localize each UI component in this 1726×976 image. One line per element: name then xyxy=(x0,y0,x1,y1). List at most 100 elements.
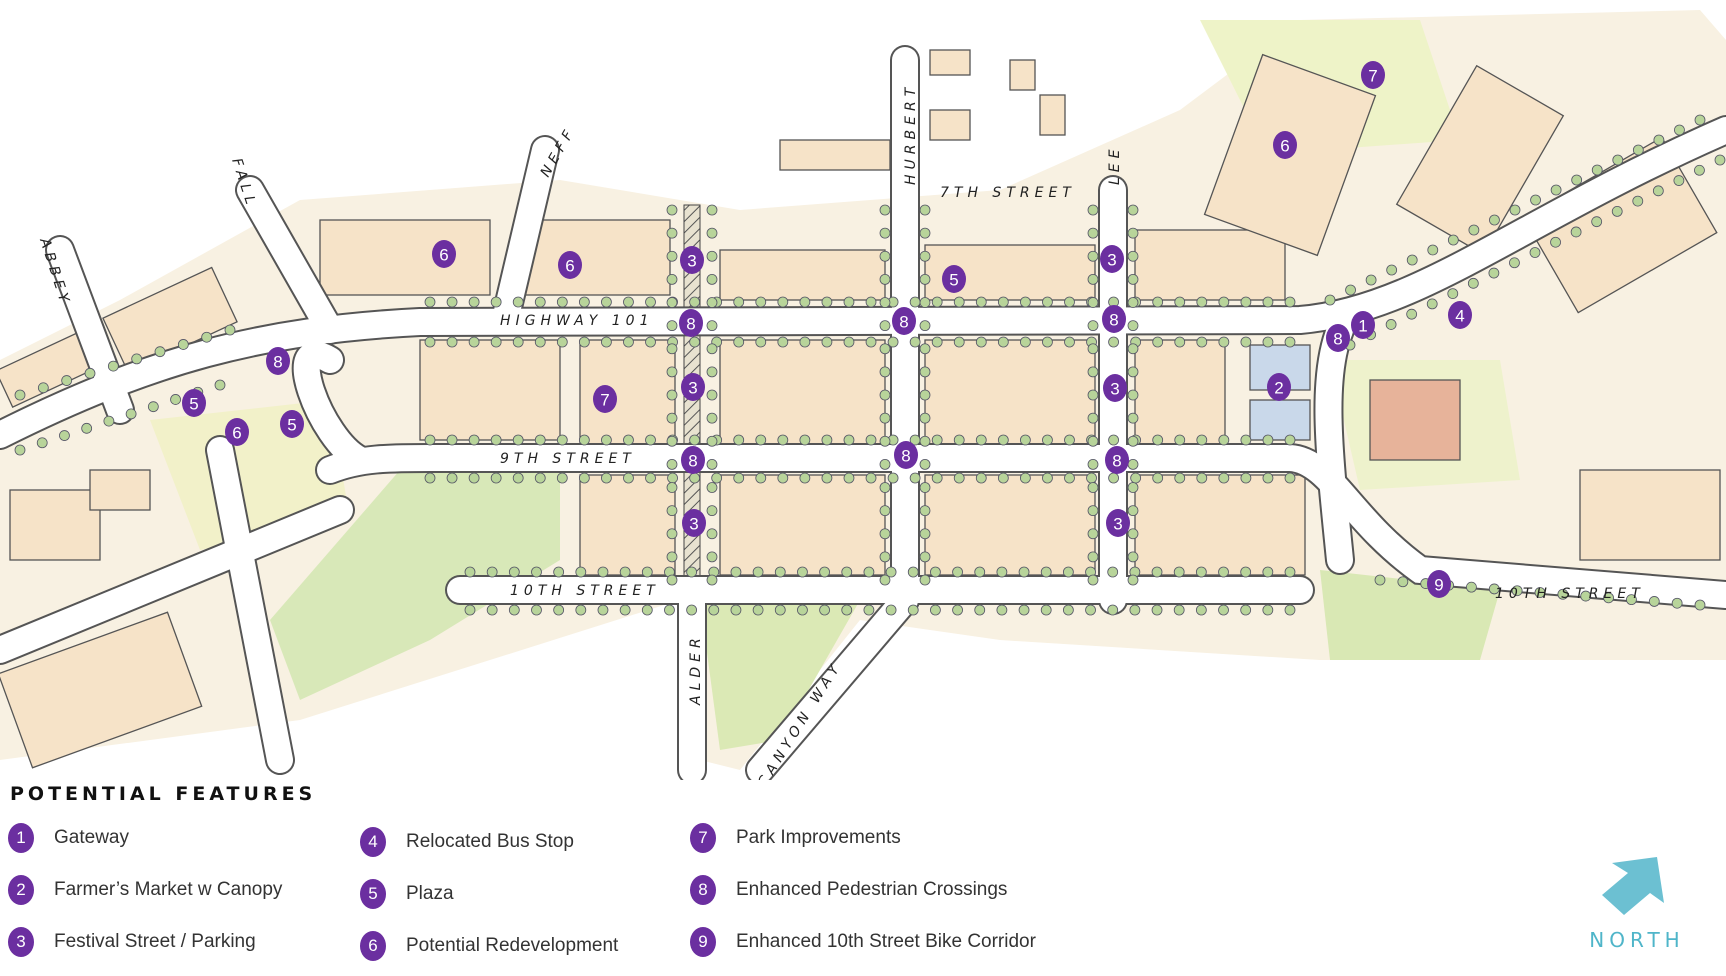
tree-icon xyxy=(1173,566,1185,578)
tree-icon xyxy=(1195,566,1207,578)
tree-icon xyxy=(424,336,436,348)
tree-icon xyxy=(1127,482,1139,493)
tree-icon xyxy=(61,375,73,386)
tree-icon xyxy=(1086,472,1097,484)
tree-icon xyxy=(623,336,634,348)
tree-icon xyxy=(1040,566,1052,578)
tree-icon xyxy=(1127,250,1139,262)
tree-icon xyxy=(879,435,891,447)
legend-label: Potential Redevelopment xyxy=(406,935,619,956)
tree-icon xyxy=(777,336,789,348)
tree-icon xyxy=(706,297,718,308)
tree-icon xyxy=(1107,566,1119,578)
tree-icon xyxy=(666,204,678,216)
feature-marker-7: 7 xyxy=(1361,61,1385,89)
tree-icon xyxy=(706,389,718,401)
tree-icon xyxy=(1127,551,1139,563)
tree-icon xyxy=(1426,298,1438,310)
tree-icon xyxy=(1087,320,1099,332)
tree-icon xyxy=(575,566,587,578)
tree-icon xyxy=(446,336,458,348)
tree-icon xyxy=(821,296,833,308)
tree-icon xyxy=(1466,581,1477,593)
tree-icon xyxy=(755,336,767,348)
tree-icon xyxy=(84,367,96,379)
tree-icon xyxy=(1694,114,1706,126)
marker-number: 3 xyxy=(687,252,696,271)
feature-marker-6: 6 xyxy=(225,418,249,446)
tree-icon xyxy=(490,472,502,484)
tree-icon xyxy=(1174,472,1186,484)
tree-icon xyxy=(201,331,213,343)
tree-icon xyxy=(919,204,931,216)
legend-number-badge: 3 xyxy=(8,927,34,957)
tree-icon xyxy=(909,336,921,348)
tree-icon xyxy=(468,434,480,446)
tree-icon xyxy=(909,472,921,484)
tree-icon xyxy=(1042,296,1053,308)
tree-icon xyxy=(931,434,943,446)
tree-icon xyxy=(1632,144,1644,156)
tree-icon xyxy=(1087,528,1099,540)
tree-icon xyxy=(534,296,546,308)
feature-marker-8: 8 xyxy=(679,309,703,337)
tree-icon xyxy=(733,336,745,348)
tree-icon xyxy=(36,437,48,449)
tree-icon xyxy=(1174,296,1186,308)
tree-icon xyxy=(953,336,965,348)
tree-icon xyxy=(1108,336,1119,348)
tree-icon xyxy=(919,435,931,447)
tree-icon xyxy=(863,604,875,616)
tree-icon xyxy=(666,482,678,493)
tree-icon xyxy=(706,458,718,470)
tree-icon xyxy=(531,604,542,616)
tree-icon xyxy=(424,296,436,308)
tree-icon xyxy=(879,458,891,470)
tree-icon xyxy=(689,434,701,446)
tree-icon xyxy=(1087,250,1099,262)
tree-icon xyxy=(486,566,498,578)
tree-icon xyxy=(1196,296,1208,308)
marker-circle xyxy=(1103,374,1127,402)
tree-icon xyxy=(1591,216,1603,228)
tree-icon xyxy=(1108,472,1119,484)
tree-icon xyxy=(1064,296,1075,308)
tree-icon xyxy=(424,434,436,446)
tree-icon xyxy=(641,566,653,578)
tree-icon xyxy=(885,604,897,616)
tree-icon xyxy=(919,250,931,262)
tree-icon xyxy=(1195,604,1207,616)
tree-icon xyxy=(424,472,436,484)
tree-icon xyxy=(214,379,226,391)
tree-icon xyxy=(177,339,189,350)
feature-marker-8: 8 xyxy=(681,446,705,474)
tree-icon xyxy=(755,296,767,308)
north-label: NORTH xyxy=(1589,928,1685,952)
tree-icon xyxy=(919,574,931,586)
marker-circle xyxy=(1448,301,1472,329)
tree-icon xyxy=(1064,434,1075,446)
tree-icon xyxy=(666,273,678,285)
tree-icon xyxy=(919,458,931,470)
marker-circle xyxy=(432,240,456,268)
tree-icon xyxy=(1019,434,1031,446)
tree-icon xyxy=(975,434,987,446)
tree-icon xyxy=(534,434,546,446)
tree-icon xyxy=(1087,273,1099,285)
tree-icon xyxy=(512,472,524,484)
tree-icon xyxy=(879,366,891,378)
tree-icon xyxy=(952,604,963,616)
tree-icon xyxy=(1064,472,1075,484)
tree-icon xyxy=(1152,434,1164,446)
legend-title: POTENTIAL FEATURES xyxy=(10,783,317,805)
tree-icon xyxy=(755,434,767,446)
tree-icon xyxy=(777,434,789,446)
tree-icon xyxy=(1374,574,1386,586)
tree-icon xyxy=(797,566,808,578)
marker-number: 8 xyxy=(273,353,282,372)
